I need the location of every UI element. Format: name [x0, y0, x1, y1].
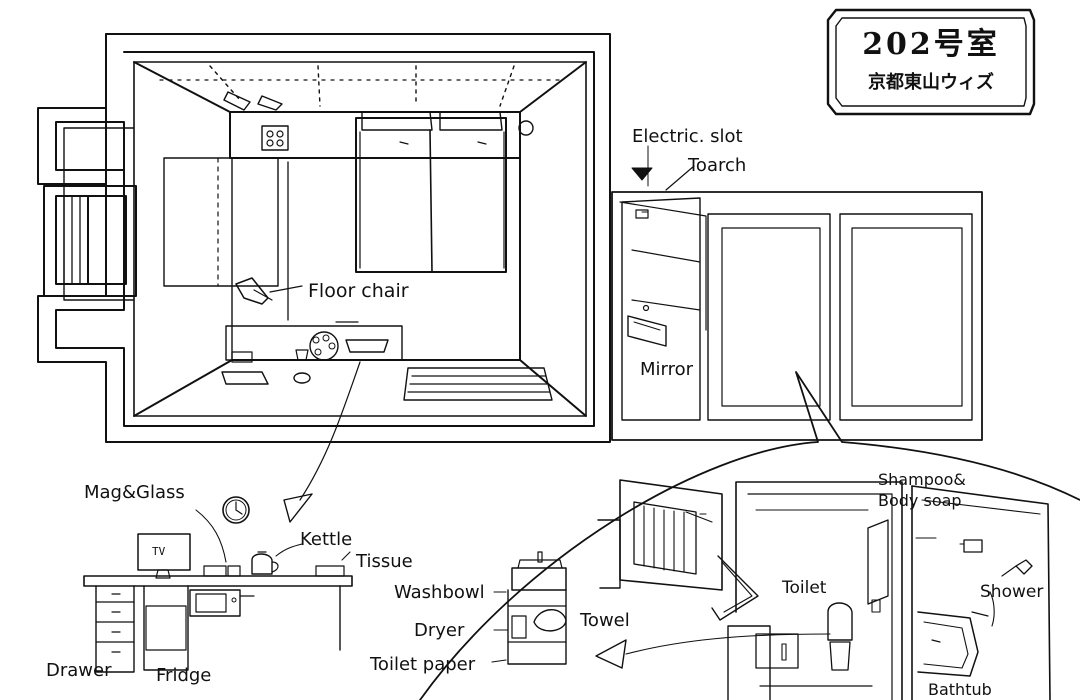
- label-toilet: Toilet: [782, 578, 827, 598]
- room-number: 202号室: [862, 27, 1000, 62]
- label-mirror: Mirror: [640, 359, 694, 380]
- ac-panel: [261, 120, 534, 151]
- washbowl-rack: [491, 551, 567, 665]
- label-shampoo: Shampoo&: [878, 470, 966, 489]
- toilet-room: [727, 481, 903, 700]
- label-mag-glass: Mag&Glass: [84, 482, 185, 503]
- label-body-soap: Body soap: [878, 491, 962, 510]
- label-shower: Shower: [980, 582, 1044, 602]
- label-towel: Towel: [580, 610, 630, 631]
- zoom-arrow: [283, 361, 361, 523]
- label-bathtub: Bathtub: [928, 680, 992, 699]
- bedroom-walls: [37, 33, 611, 443]
- label-tissue: Tissue: [356, 551, 413, 572]
- bath-room: [911, 485, 1051, 700]
- label-kettle: Kettle: [300, 529, 353, 550]
- label-toarch: Toarch: [688, 155, 747, 176]
- room-plate: 202号室 京都東山ウィズ: [828, 10, 1034, 114]
- label-washbowl: Washbowl: [394, 582, 485, 603]
- floor-chair: [235, 277, 303, 305]
- bathroom-left: [595, 479, 831, 669]
- hallway: [611, 145, 983, 441]
- desk-closeup: [83, 496, 353, 673]
- bedroom-window: [43, 185, 137, 297]
- bedroom-desk: [225, 321, 403, 363]
- label-drawer: Drawer: [46, 660, 112, 681]
- bathroom-bubble: [419, 371, 1080, 700]
- label-fridge: Fridge: [156, 665, 212, 686]
- label-dryer: Dryer: [414, 620, 465, 641]
- closet: [63, 127, 289, 321]
- hotel-name: 京都東山ウィズ: [868, 72, 994, 93]
- label-electric-slot: Electric. slot: [632, 126, 743, 147]
- room-plate-frame: [826, 8, 1036, 116]
- label-toilet-paper: Toilet paper: [370, 654, 476, 675]
- beds: [355, 111, 507, 273]
- floor-items: [221, 367, 553, 401]
- tv-screen-text: TV: [152, 545, 166, 558]
- label-floor-chair: Floor chair: [308, 280, 409, 302]
